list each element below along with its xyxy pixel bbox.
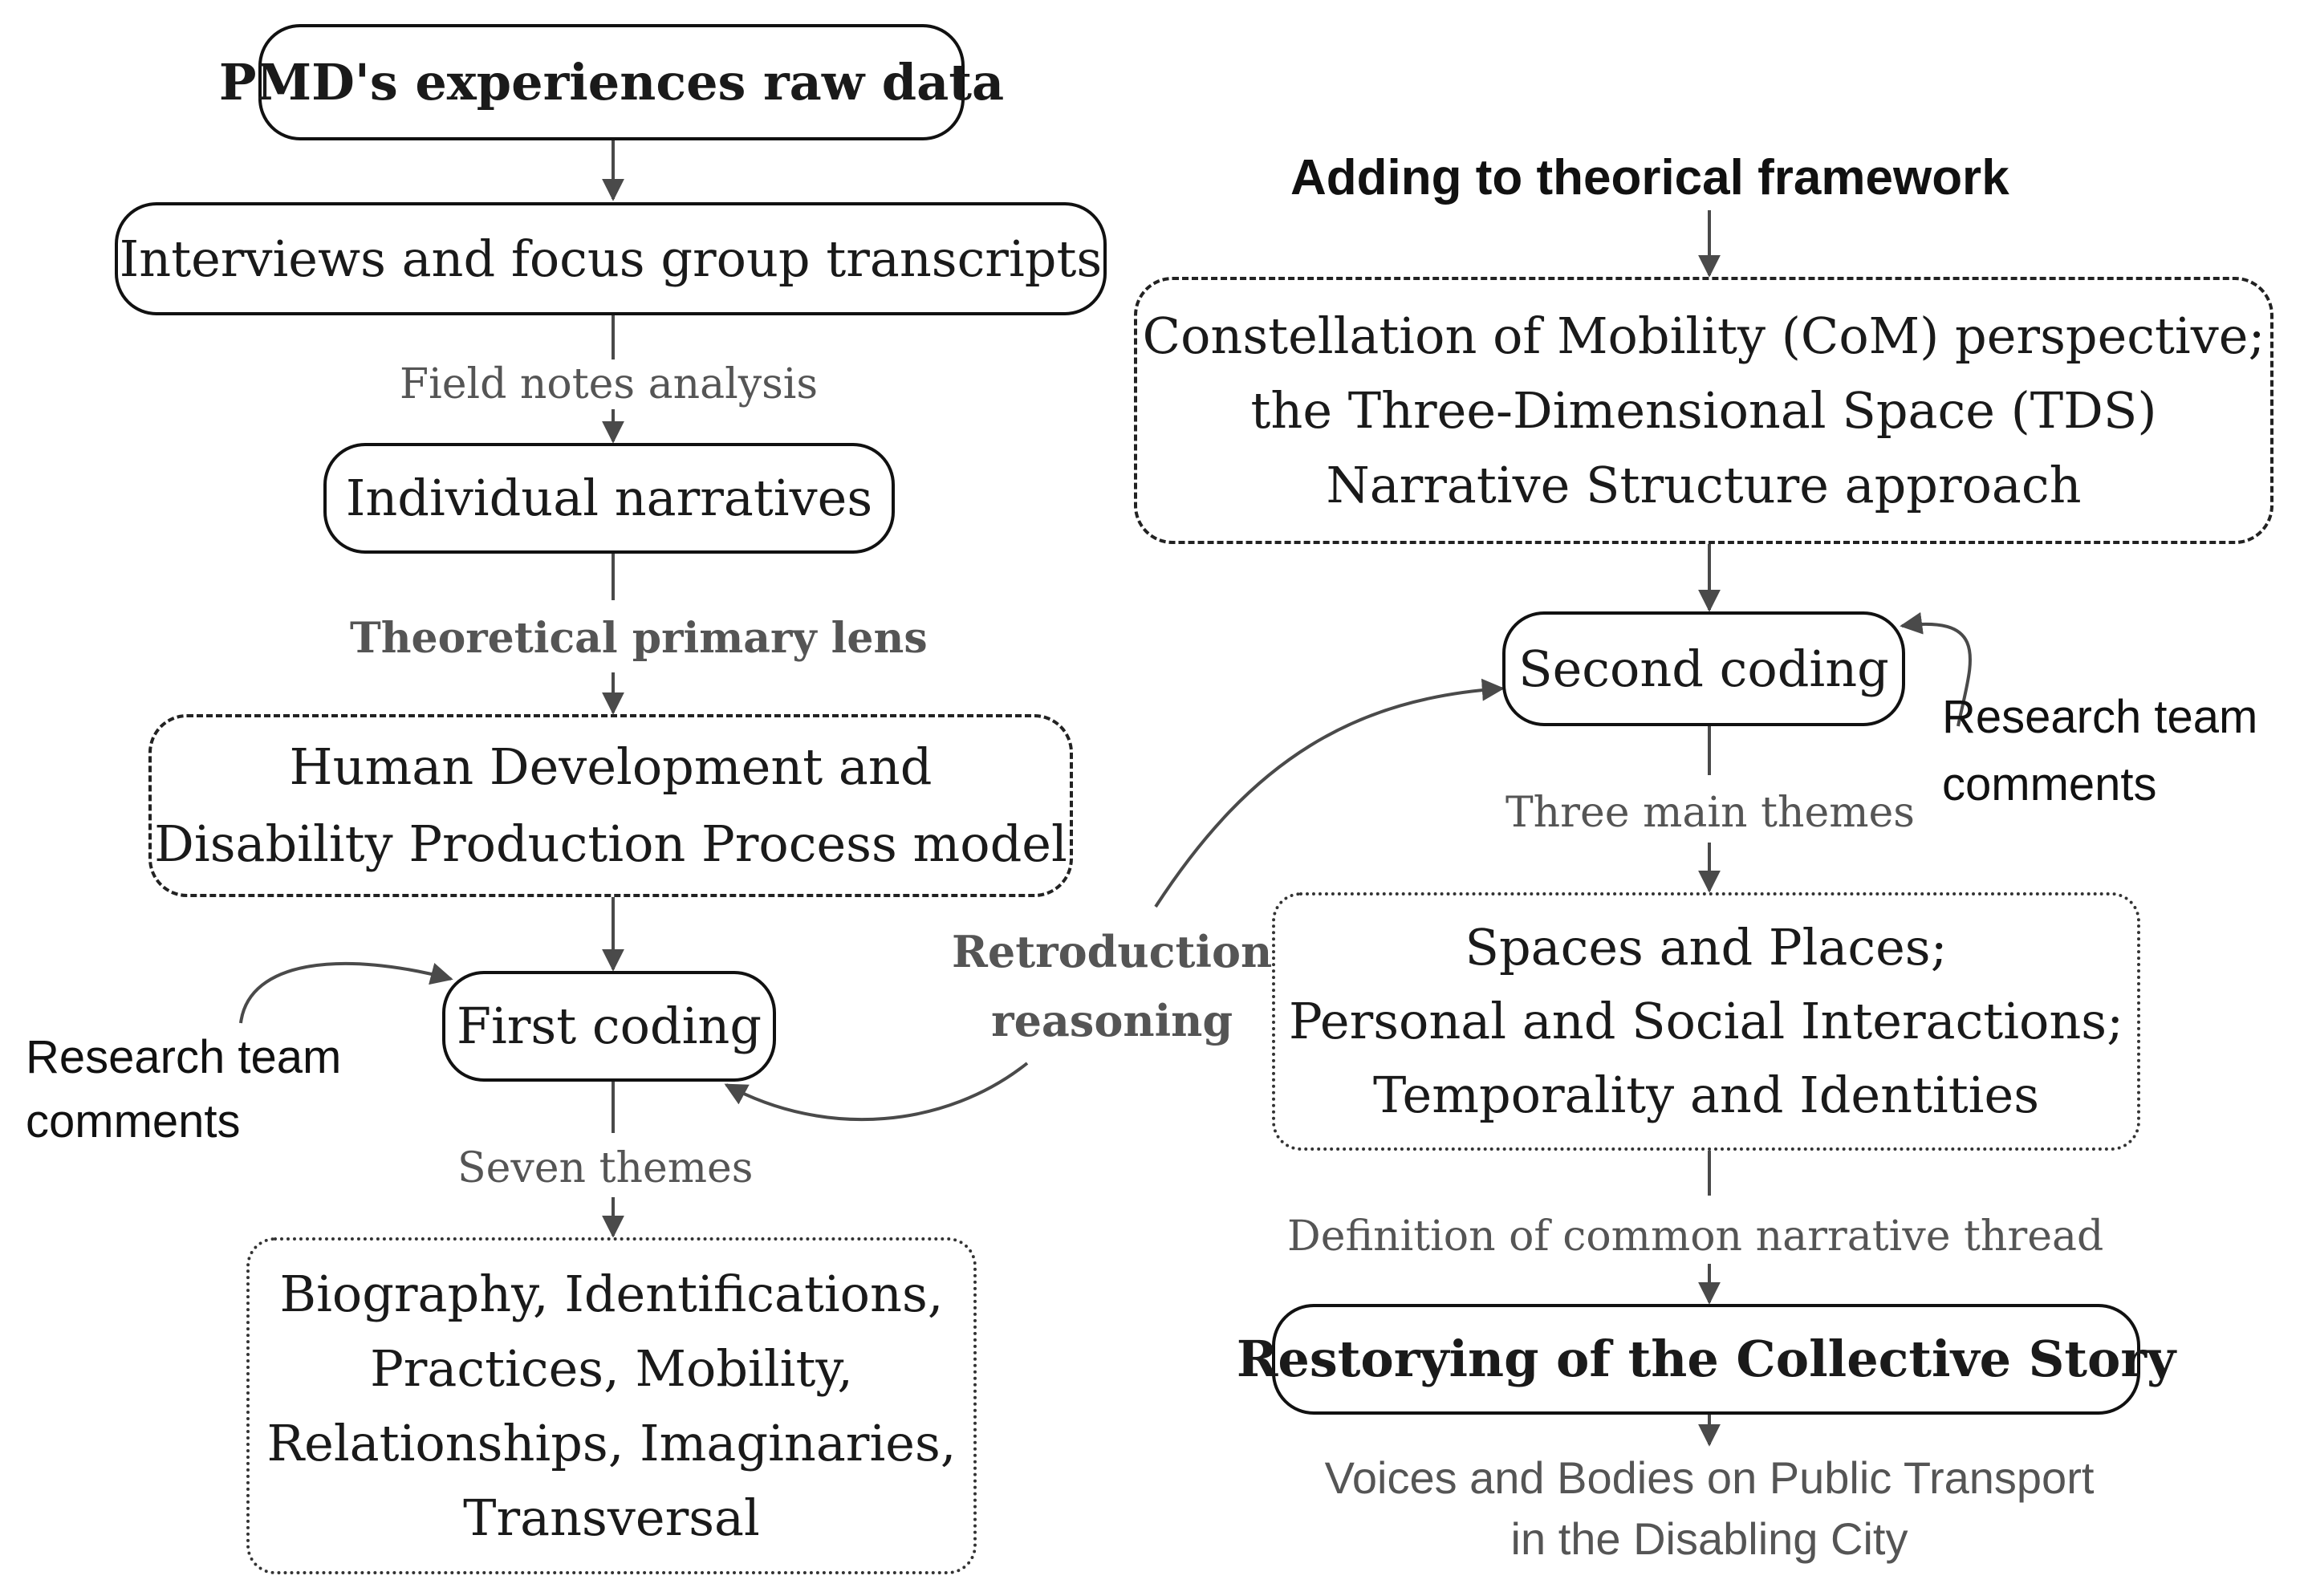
voices-line-2: in the Disabling City <box>1510 1513 1908 1564</box>
research-right-line-1: Research team <box>1942 691 2258 743</box>
node-hd-model: Human Development and Disability Product… <box>148 714 1073 897</box>
retroduction-line-2: reasoning <box>991 995 1233 1046</box>
label-seven-themes: Seven themes <box>453 1143 758 1193</box>
research-left-line-2: comments <box>26 1095 241 1147</box>
node-seven-themes-box: Biography, Identifications, Practices, M… <box>246 1237 977 1574</box>
framework-line-3: Narrative Structure approach <box>1326 456 2082 514</box>
research-left-line-1: Research team <box>26 1031 342 1083</box>
node-first-coding-text: First coding <box>456 997 762 1055</box>
arrow-retroduction-to-first <box>724 1062 1029 1122</box>
arrow-research-right-to-second <box>1900 611 1972 727</box>
node-second-coding-text: Second coding <box>1518 639 1889 698</box>
label-definition: Definition of common narrative thread <box>1282 1212 2109 1261</box>
label-primary-lens: Theoretical primary lens <box>345 614 933 664</box>
retroduction-line-1: Retroduction <box>952 926 1273 977</box>
node-three-themes-box: Spaces and Places; Personal and Social I… <box>1272 892 2140 1151</box>
research-right-line-2: comments <box>1942 758 2157 810</box>
voices-line-1: Voices and Bodies on Public Transport <box>1324 1452 2095 1503</box>
node-hd-model-line-2: Disability Production Process model <box>154 814 1067 873</box>
node-individual-narratives: Individual narratives <box>323 443 895 554</box>
seven-themes-line-3: Relationships, Imaginaries, <box>266 1414 957 1472</box>
node-second-coding: Second coding <box>1502 611 1905 726</box>
node-transcripts-text: Interviews and focus group transcripts <box>119 229 1103 288</box>
arrow-research-left-to-first <box>239 961 453 1024</box>
label-adding-framework: Adding to theorical framework <box>1290 150 2009 205</box>
arrow-retroduction-to-second <box>1154 678 1505 908</box>
three-themes-line-2: Personal and Social Interactions; <box>1288 992 2124 1050</box>
seven-themes-line-2: Practices, Mobility, <box>370 1339 853 1398</box>
node-restorying-text: Restorying of the Collective Story <box>1236 1330 2176 1388</box>
seven-themes-line-4: Transversal <box>463 1488 760 1547</box>
node-individual-text: Individual narratives <box>345 469 873 527</box>
node-framework-box: Constellation of Mobility (CoM) perspect… <box>1134 277 2273 544</box>
framework-line-2: the Three-Dimensional Space (TDS) <box>1250 381 2157 440</box>
framework-line-1: Constellation of Mobility (CoM) perspect… <box>1142 307 2265 365</box>
label-voices: Voices and Bodies on Public Transport in… <box>1268 1448 2151 1570</box>
seven-themes-line-1: Biography, Identifications, <box>279 1265 944 1323</box>
node-transcripts: Interviews and focus group transcripts <box>115 202 1107 315</box>
label-field-notes: Field notes analysis <box>395 359 823 409</box>
three-themes-line-1: Spaces and Places; <box>1465 918 1948 977</box>
node-first-coding: First coding <box>442 971 776 1082</box>
three-themes-line-3: Temporality and Identities <box>1372 1066 2040 1124</box>
node-restorying: Restorying of the Collective Story <box>1237 1304 2176 1415</box>
node-hd-model-line-1: Human Development and <box>289 737 933 796</box>
label-three-main-themes: Three main themes <box>1501 788 1920 838</box>
label-retroduction: Retroduction reasoning <box>947 917 1278 1055</box>
label-research-team-right: Research team comments <box>1942 684 2257 818</box>
node-raw-data: PMD's experiences raw data <box>219 24 1004 140</box>
label-research-team-left: Research team comments <box>26 1025 341 1154</box>
node-raw-data-text: PMD's experiences raw data <box>218 52 1005 112</box>
